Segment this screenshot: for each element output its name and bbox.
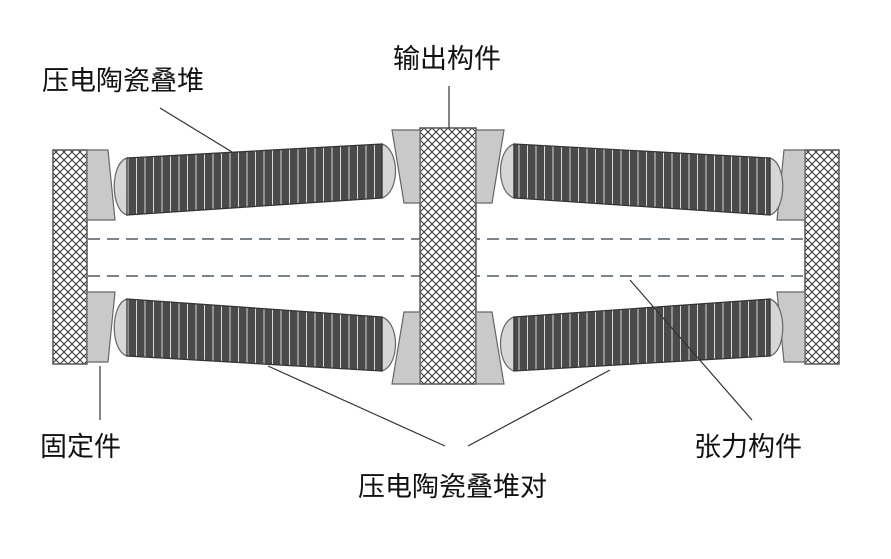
wedge-pads [86,129,806,385]
wedge-output-top-right [475,129,505,204]
wedge-left-top [86,149,116,221]
fixed-part-right [804,149,840,365]
wedge-output-bottom-left [391,311,421,385]
leader-tension [629,279,753,421]
wedge-output-top-left [391,129,421,204]
output-member [419,127,477,385]
wedge-left-bottom [86,291,116,363]
label-piezo-stack-pair: 压电陶瓷叠堆对 [358,472,547,503]
wedge-output-bottom-right [475,311,505,385]
label-fixed-part: 固定件 [40,432,121,463]
label-output-member: 输出构件 [393,44,501,75]
leader-stack [159,107,233,153]
piezo-stack-lower-right [500,298,784,372]
leader-pair-right [467,369,611,447]
label-piezo-stack: 压电陶瓷叠堆 [42,66,204,97]
leader-lines [99,86,753,447]
leader-pair-left [267,365,446,447]
piezo-stack-lower-left [113,298,396,372]
piezo-stack-upper-right [500,143,784,216]
piezo-stack-upper-left [113,143,396,216]
fixed-part-left [52,149,88,365]
label-tension-member: 张力构件 [694,432,802,463]
tension-member [88,238,804,277]
